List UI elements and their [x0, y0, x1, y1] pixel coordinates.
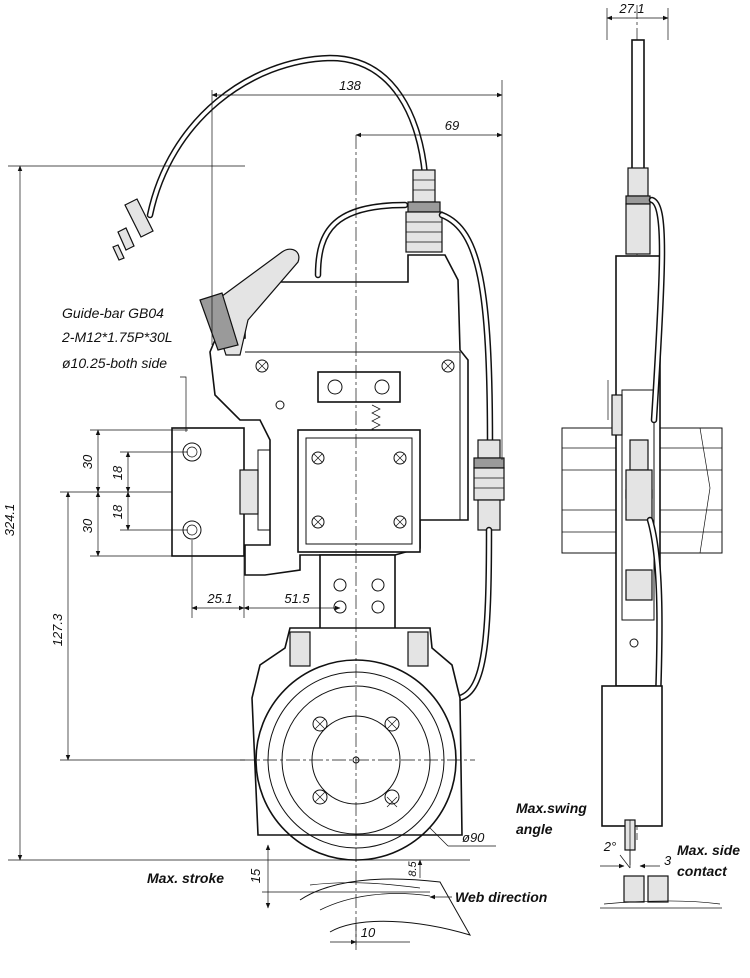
dim-18-top: 18	[110, 465, 125, 480]
dim-8-5: 8.5	[407, 860, 419, 876]
guide-bar-line2: 2-M12*1.75P*30L	[61, 329, 173, 345]
dim-25-1: 25.1	[206, 591, 232, 606]
dim-3: 3	[664, 853, 672, 868]
slider-plate	[297, 429, 421, 553]
guide-bar-plate	[171, 427, 245, 557]
label-max-stroke: Max. stroke	[147, 870, 224, 886]
wheel-housing	[251, 627, 463, 836]
guide-bar-line3: ø10.25-both side	[62, 355, 167, 371]
sensor-cable-top	[146, 54, 429, 219]
front-dimensions: 138 69 324.1 127.3 30 30 18 18 25.1 51.	[2, 78, 503, 950]
label-max-swing-2: angle	[516, 821, 553, 837]
dim-51-5: 51.5	[284, 591, 310, 606]
side-view: 27.1 2° 3	[561, 1, 723, 909]
label-max-side-2: contact	[677, 863, 728, 879]
slider-screws	[311, 451, 407, 529]
label-max-side-1: Max. side	[677, 842, 740, 858]
dim-127-3: 127.3	[50, 613, 65, 646]
side-arm	[601, 685, 663, 827]
label-max-swing-1: Max.swing	[516, 800, 587, 816]
dim-138: 138	[339, 78, 361, 93]
dim-18-bottom: 18	[110, 504, 125, 519]
connector-right	[477, 439, 501, 459]
dim-30-bottom: 30	[80, 518, 95, 533]
dim-15: 15	[248, 868, 263, 883]
dim-dia-90: ø90	[462, 830, 485, 845]
notes: Guide-bar GB04 2-M12*1.75P*30L ø10.25-bo…	[61, 305, 740, 905]
dim-2-deg: 2°	[603, 839, 616, 854]
cable-bottom	[456, 526, 493, 702]
neck	[319, 554, 396, 631]
dim-27-1: 27.1	[618, 1, 644, 16]
web-material	[299, 878, 472, 936]
cable-left-loop	[314, 201, 409, 279]
connector-left	[124, 198, 154, 238]
dim-30-top: 30	[80, 454, 95, 469]
guide-bar-line1: Guide-bar GB04	[62, 305, 164, 321]
connector-top	[412, 169, 436, 203]
dim-10: 10	[361, 925, 376, 940]
dim-69: 69	[445, 118, 459, 133]
cylinder-block	[317, 371, 401, 403]
dim-324-1: 324.1	[2, 504, 17, 537]
front-view	[112, 54, 505, 945]
label-web-direction: Web direction	[455, 889, 547, 905]
housing-screws	[255, 359, 455, 410]
